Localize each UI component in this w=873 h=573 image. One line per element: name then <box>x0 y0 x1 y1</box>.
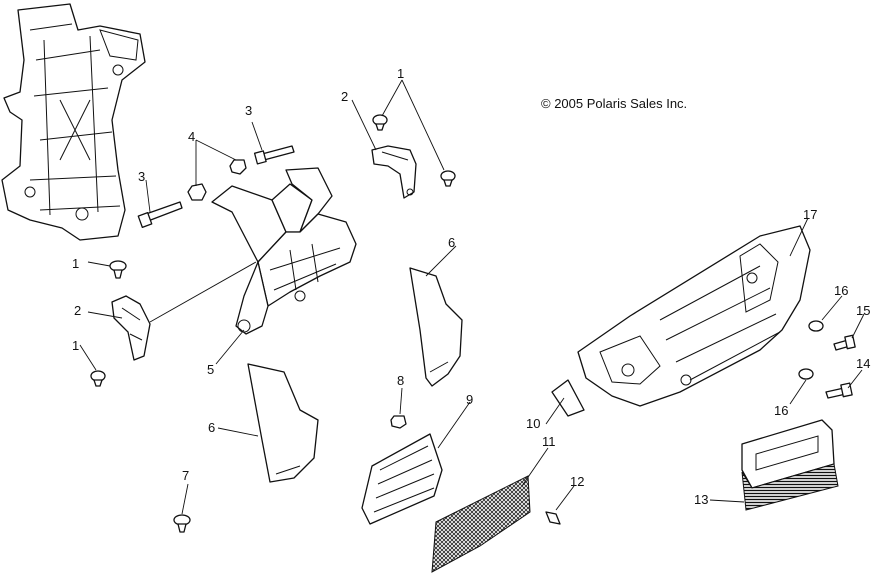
callout-3: 3 <box>245 103 252 118</box>
washer-16-a <box>808 320 824 332</box>
nut-8 <box>390 415 407 429</box>
screw-14 <box>825 382 853 399</box>
front-badge-panel <box>741 419 839 511</box>
washer-16-b <box>798 368 814 380</box>
callout-9: 9 <box>466 392 473 407</box>
vehicle-frame <box>1 3 146 241</box>
mounting-bracket-left <box>111 295 151 361</box>
callout-11: 11 <box>542 434 556 449</box>
push-rivet-7 <box>173 514 191 533</box>
side-panel-lower <box>247 363 319 483</box>
callout-6: 6 <box>448 235 455 250</box>
callout-17: 17 <box>803 207 817 222</box>
callout-1: 1 <box>72 256 79 271</box>
grille-mesh <box>431 475 531 573</box>
push-rivet-1-d <box>440 170 456 187</box>
push-rivet-1-b <box>90 370 106 387</box>
side-panel-upper <box>409 267 463 387</box>
copyright-text: © 2005 Polaris Sales Inc. <box>541 96 687 111</box>
callout-labels: 1 1 1 2 2 3 3 4 5 6 6 7 8 9 10 11 12 13 … <box>72 66 870 507</box>
callout-14: 14 <box>856 356 870 371</box>
callout-1: 1 <box>72 338 79 353</box>
callout-12: 12 <box>570 474 584 489</box>
callout-15: 15 <box>856 303 870 318</box>
screw-12 <box>545 511 561 525</box>
callout-16: 16 <box>774 403 788 418</box>
callout-2: 2 <box>341 89 348 104</box>
mounting-bracket-right <box>371 145 417 199</box>
screw-15 <box>833 334 856 351</box>
callout-7: 7 <box>182 468 189 483</box>
grille-frame <box>361 433 443 525</box>
callout-4: 4 <box>188 129 195 144</box>
push-rivet-1-a <box>109 260 127 279</box>
nut-4-b <box>229 159 247 175</box>
leader-lines <box>79 79 865 515</box>
callout-13: 13 <box>694 492 708 507</box>
callout-6: 6 <box>208 420 215 435</box>
callout-16: 16 <box>834 283 848 298</box>
callout-10: 10 <box>526 416 540 431</box>
bolt-3-left <box>137 201 183 228</box>
callout-1: 1 <box>397 66 404 81</box>
nut-4-a <box>187 183 207 201</box>
reflector <box>551 379 585 417</box>
front-bumper-bracket <box>211 167 357 335</box>
push-rivet-1-c <box>372 114 388 131</box>
callout-2: 2 <box>74 303 81 318</box>
callout-5: 5 <box>207 362 214 377</box>
callout-3: 3 <box>138 169 145 184</box>
bolt-3-right <box>253 145 295 165</box>
callout-8: 8 <box>397 373 404 388</box>
front-bumper <box>577 225 811 407</box>
